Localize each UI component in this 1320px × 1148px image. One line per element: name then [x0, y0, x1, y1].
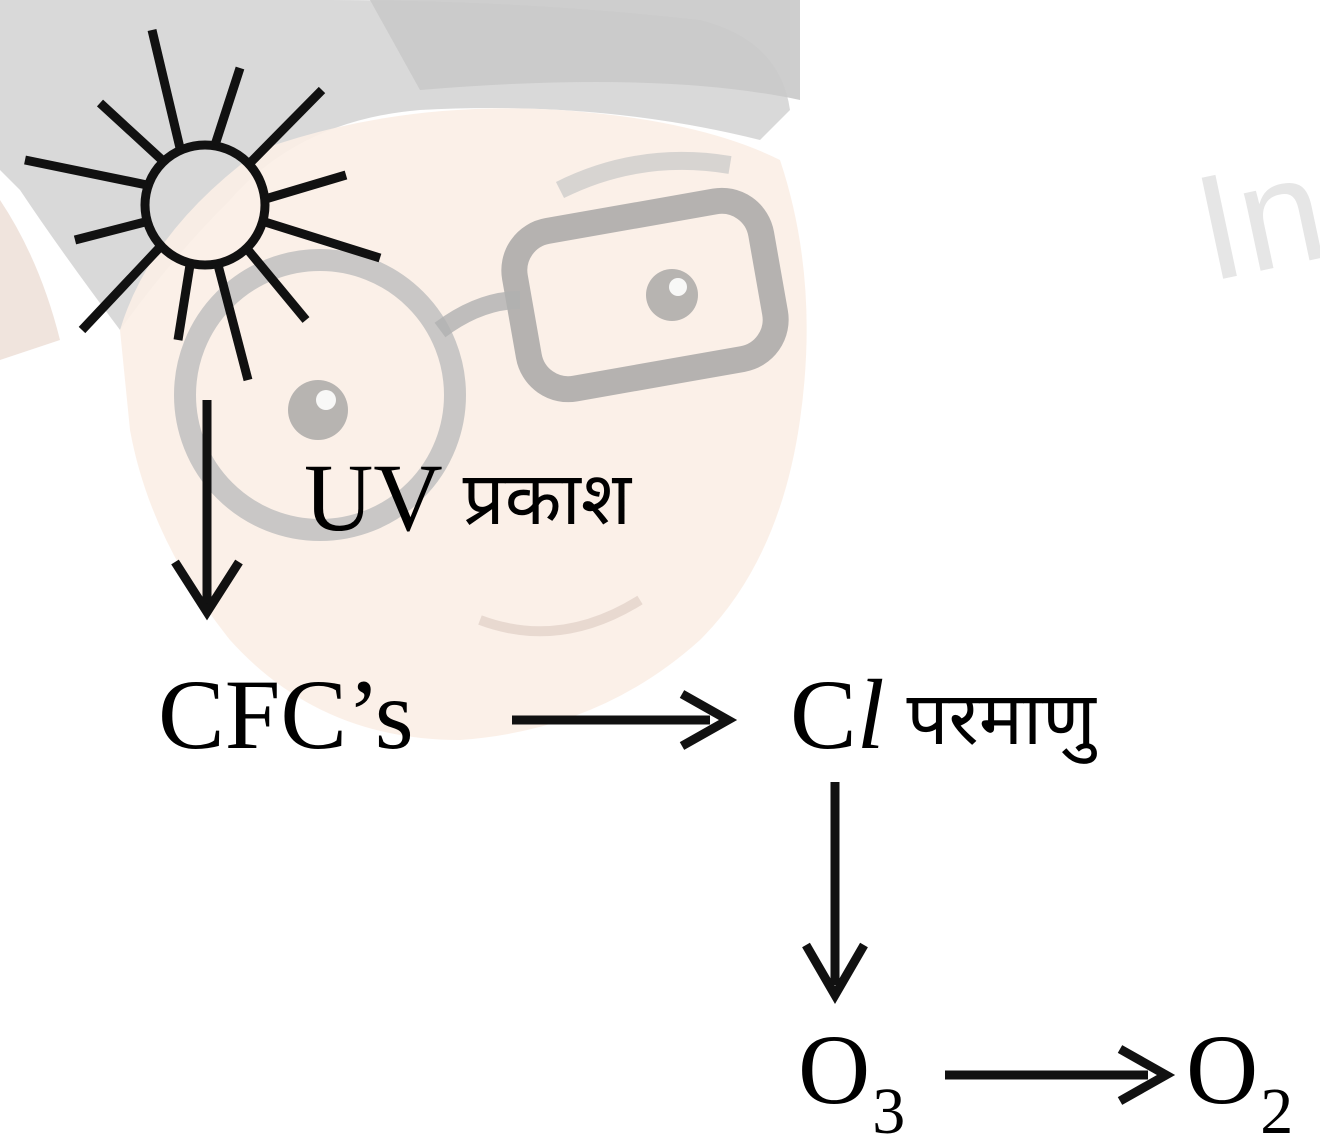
uv-label-hindi: प्रकाश — [462, 456, 632, 542]
watermark-glass-bridge — [434, 291, 521, 338]
watermark-eyebrow — [555, 151, 732, 199]
watermark-hair-top — [370, 0, 800, 100]
o2-base: O — [1186, 1014, 1259, 1125]
oxygen-label: O2 — [1186, 1020, 1293, 1145]
uv-down-arrow — [171, 400, 243, 621]
cfc-to-cl-arrow — [512, 690, 738, 750]
o2-subscript: 2 — [1260, 1075, 1294, 1148]
watermark-glass-right — [501, 187, 789, 403]
watermark-hair — [0, 0, 790, 330]
o3-subscript: 3 — [872, 1075, 906, 1148]
watermark-ear — [0, 200, 60, 360]
watermark-mouth — [478, 595, 643, 637]
cl-symbol-italic: l — [856, 659, 885, 770]
cfc-label: CFC’s — [158, 659, 414, 770]
o3-base: O — [798, 1014, 871, 1125]
cl-down-arrow — [802, 782, 868, 1004]
ozone-label: O3 — [798, 1020, 905, 1145]
uv-label-prefix: UV — [304, 444, 443, 551]
o3-to-o2-arrow — [945, 1045, 1176, 1105]
sun-icon — [24, 28, 382, 382]
cl-hindi: परमाणु — [906, 676, 1096, 762]
watermark-glass-left — [174, 249, 466, 541]
cl-symbol: C — [790, 659, 857, 770]
